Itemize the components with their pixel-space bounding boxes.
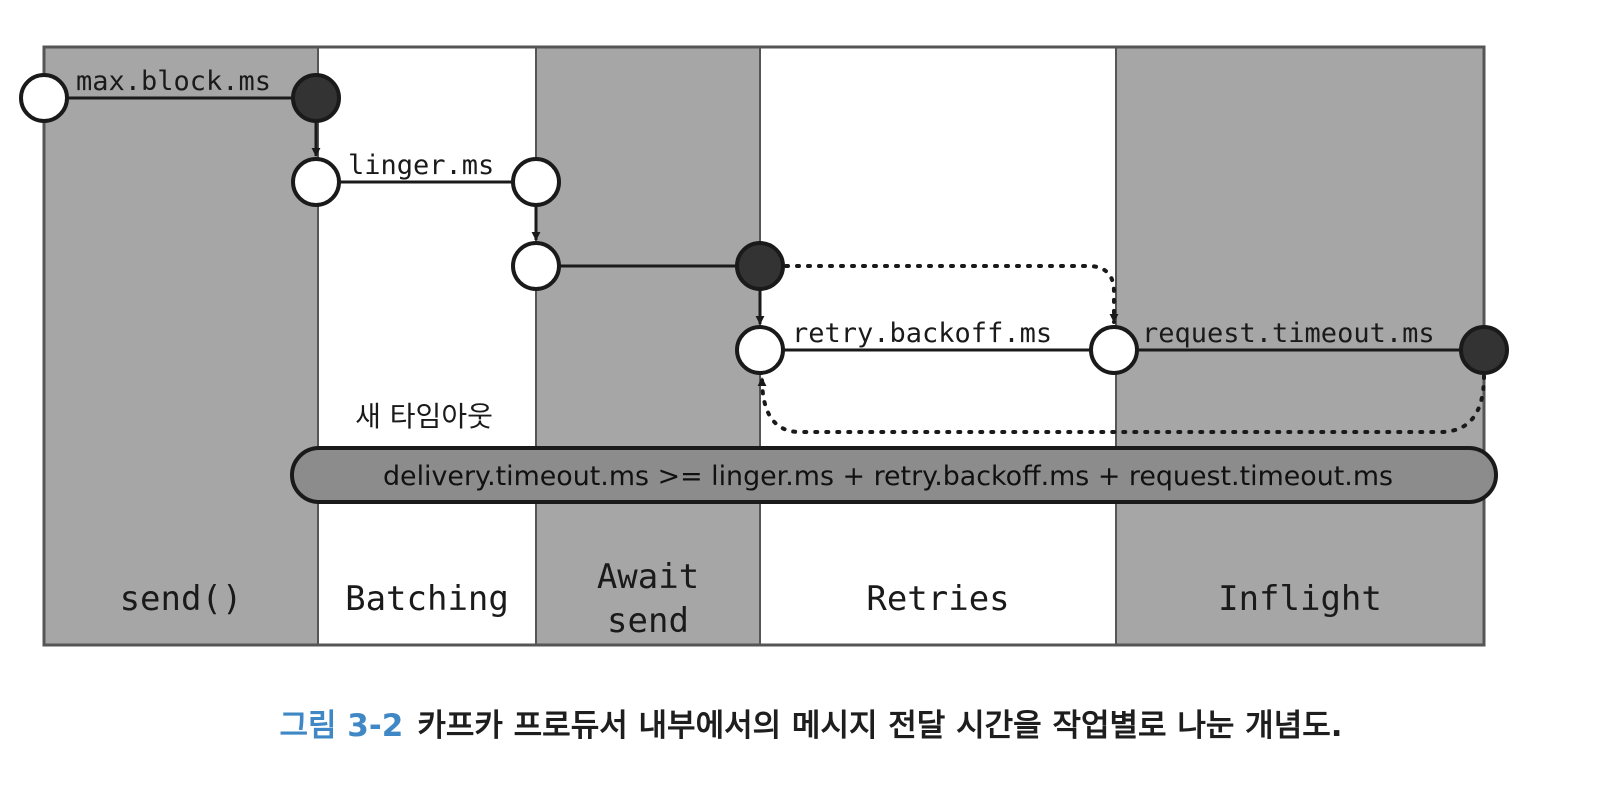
stage-retries-column [760, 47, 1116, 645]
stage-label-inflight: Inflight [1218, 579, 1382, 619]
figure-number: 그림 3-2 [279, 708, 404, 744]
stage-label-send: send() [120, 579, 243, 619]
stage-label-send-word: send [607, 601, 689, 641]
stage-batching-column [318, 47, 536, 645]
stage-send-column [44, 47, 318, 645]
stage-await-send-column [536, 47, 760, 645]
producer-timeline-diagram: max.block.ms linger.ms retry.backoff.ms … [19, 45, 1509, 647]
batching-start-node [291, 157, 341, 207]
max-block-label: max.block.ms [76, 66, 271, 97]
batching-end-node [511, 157, 561, 207]
stage-label-retries: Retries [866, 579, 1009, 619]
send-end-node [291, 73, 341, 123]
figure-caption: 그림 3-2 카프카 프로듀서 내부에서의 메시지 전달 시간을 작업별로 나눈 … [0, 700, 1622, 745]
linger-label: linger.ms [348, 150, 494, 181]
figure-caption-text: 카프카 프로듀서 내부에서의 메시지 전달 시간을 작업별로 나눈 개념도. [417, 708, 1343, 744]
send-start-node [19, 73, 69, 123]
new-timeout-label: 새 타임아웃 [355, 400, 493, 433]
inflight-end-node [1459, 325, 1509, 375]
retries-start-node [735, 325, 785, 375]
await-send-start-node [511, 241, 561, 291]
request-timeout-label: request.timeout.ms [1142, 318, 1435, 349]
stage-inflight-column [1116, 47, 1484, 645]
retry-backoff-label: retry.backoff.ms [792, 318, 1052, 349]
retry-dotted-arrow [784, 264, 1119, 324]
stage-label-await: Await [597, 557, 699, 597]
formula-text: delivery.timeout.ms >= linger.ms + retry… [383, 461, 1393, 492]
await-send-end-node [735, 241, 785, 291]
inflight-start-node [1089, 325, 1139, 375]
formula-pill [290, 446, 1498, 504]
stage-label-batching: Batching [345, 579, 509, 619]
